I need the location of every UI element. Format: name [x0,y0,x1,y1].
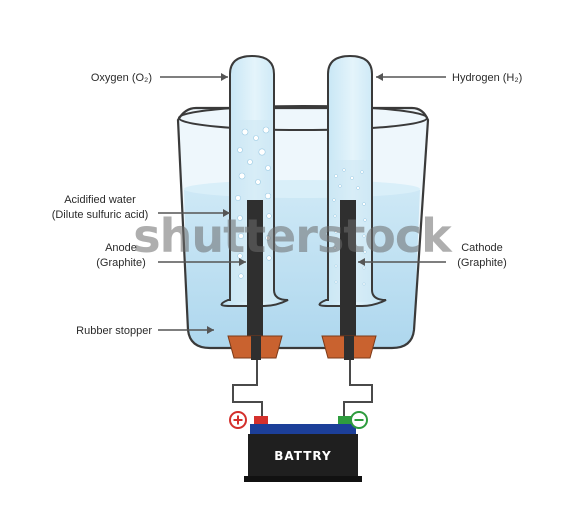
acidified-water-label: Acidified water [64,194,136,206]
wires [232,352,373,420]
acidified-water-sublabel: (Dilute sulfuric acid) [52,209,149,221]
battery-label: BATTRY [274,449,331,463]
cathode-sublabel: (Graphite) [457,257,507,269]
watermark: shutterstock [133,209,453,263]
positive-terminal-icon [229,411,247,429]
beaker-rim [178,105,428,131]
hydrogen-bubbles [332,168,367,286]
cathode-electrode [340,200,356,340]
negative-terminal-icon [350,411,368,429]
oxygen-label: Oxygen (O₂) [91,72,152,84]
battery: BATTRY [244,416,362,482]
anode-sublabel: (Graphite) [96,257,146,269]
hydrogen-label: Hydrogen (H₂) [452,72,522,84]
label-arrows [158,73,446,334]
anode-label: Anode [105,242,137,254]
anode-electrode [247,200,263,340]
cathode-label: Cathode [461,242,503,254]
rubber-stopper-label: Rubber stopper [76,325,152,337]
oxygen-bubbles [235,126,272,279]
water-surface [184,180,420,198]
